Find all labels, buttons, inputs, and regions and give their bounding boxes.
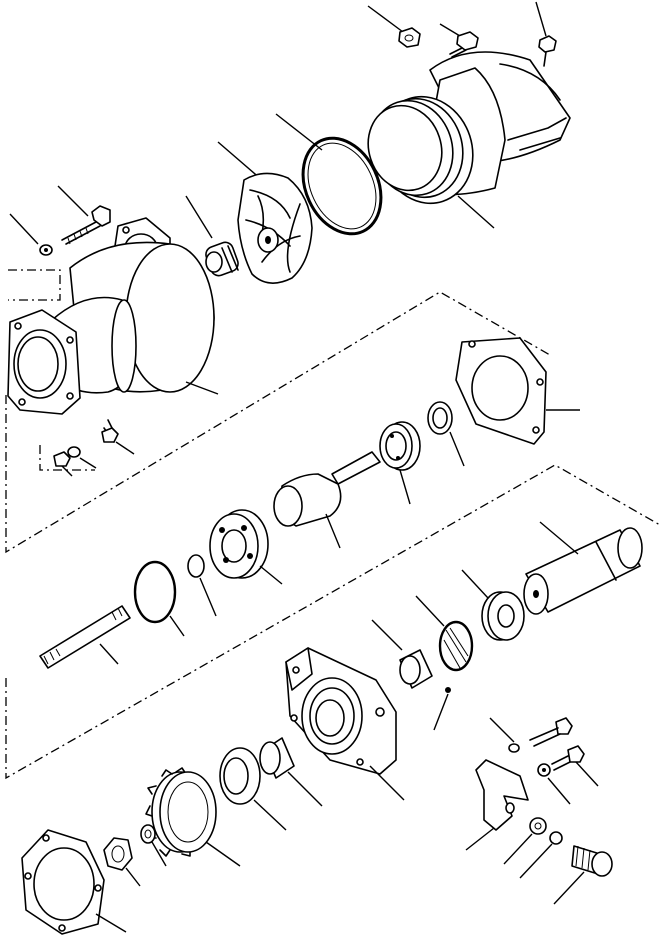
oil-seal xyxy=(415,595,474,672)
nut-top xyxy=(367,5,421,48)
bolt-left xyxy=(57,185,111,245)
retaining-ring xyxy=(133,560,185,637)
washer-small-bracket xyxy=(519,831,563,879)
lockwasher-bracket xyxy=(503,817,547,865)
drive-gear xyxy=(145,767,241,867)
bearing-carrier xyxy=(209,509,283,585)
bolt-top xyxy=(439,23,479,58)
snap-ring-small xyxy=(187,554,217,617)
gear-washer xyxy=(140,824,167,867)
ball-bearing-large xyxy=(379,421,421,505)
thrust-plate xyxy=(219,747,287,831)
drive-shaft xyxy=(39,605,131,669)
gear-nut xyxy=(103,837,141,887)
cover-plate xyxy=(21,829,127,935)
gasket-right xyxy=(455,337,580,445)
housing-studs xyxy=(53,419,135,477)
bolt-bracket-1 xyxy=(489,717,573,753)
washer-bracket xyxy=(537,763,571,805)
washer-left xyxy=(9,213,53,256)
bushing xyxy=(371,619,433,689)
spacer-shaft xyxy=(273,451,381,549)
impeller-nut xyxy=(185,195,239,277)
bolt-bracket-3 xyxy=(553,845,613,905)
seal xyxy=(427,401,465,467)
bolt-bracket-2 xyxy=(551,745,599,787)
bracket xyxy=(465,759,529,851)
pump-housing xyxy=(7,241,219,415)
plug-top xyxy=(535,1,557,67)
assembly-dash-lines xyxy=(5,269,661,780)
bushing-lower xyxy=(259,737,323,807)
o-ring xyxy=(275,113,383,236)
outlet-elbow xyxy=(367,51,571,229)
bearing-housing xyxy=(285,647,451,801)
pump-shaft-sleeve xyxy=(523,521,643,615)
thrust-washer xyxy=(461,569,525,641)
impeller xyxy=(217,141,313,284)
